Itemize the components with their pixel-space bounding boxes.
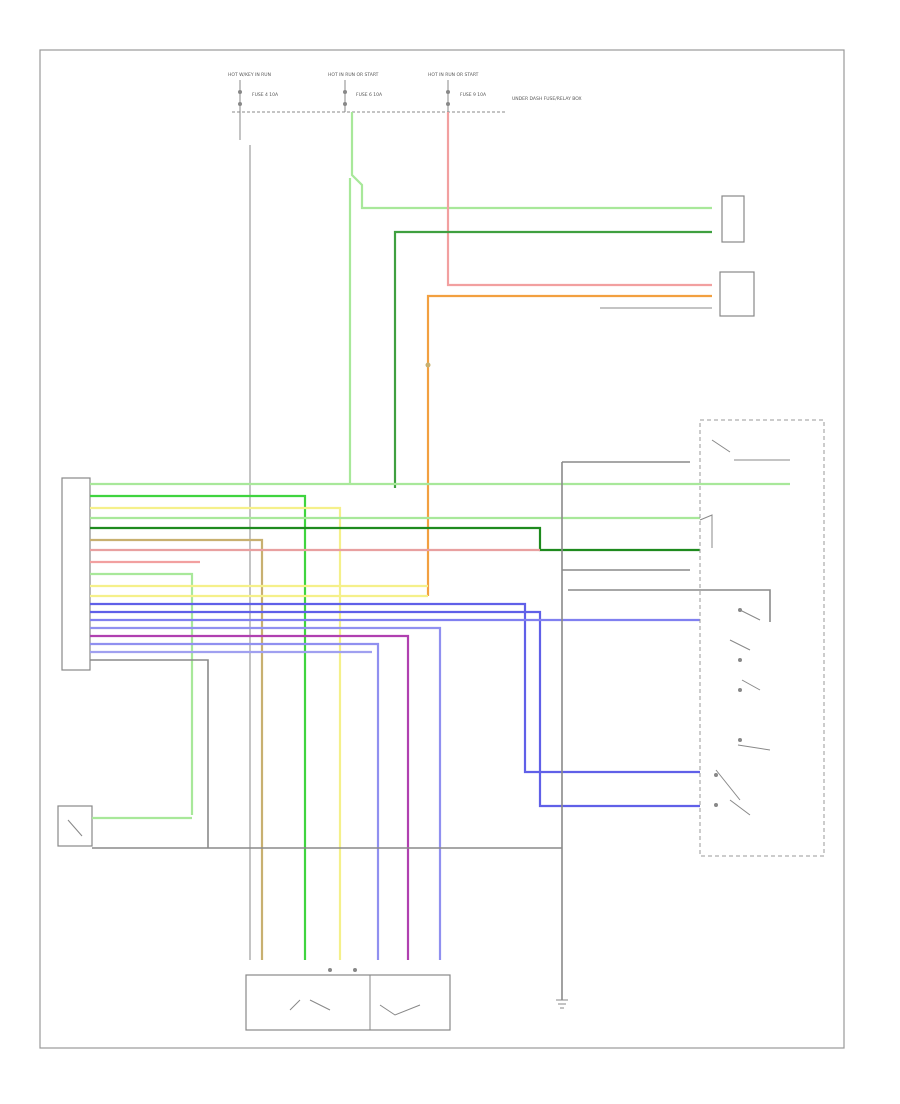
control-unit-connector (61, 477, 91, 671)
relay-box-mid (719, 271, 755, 317)
fuse-label-1: HOT W/KEY IN RUN (228, 72, 271, 78)
wire-orange (426, 294, 712, 596)
fuse-label-2: HOT IN RUN OR START (328, 72, 379, 78)
wire-fuse3-red (446, 112, 712, 287)
fuse-rating-1: FUSE 4 10A (252, 92, 279, 98)
fuse-box-label: UNDER DASH FUSE/RELAY BOX (512, 96, 582, 102)
switch-box-lower-left (57, 805, 93, 847)
fuse-label-3: HOT IN RUN OR START (428, 72, 479, 78)
diagram-frame (39, 49, 845, 1049)
fuse-rating-2: FUSE 6 10A (356, 92, 383, 98)
relay-box-top (721, 195, 745, 243)
wire-dark-green-branch (393, 230, 712, 488)
motor-component (245, 974, 451, 1031)
fuse-box: HOT W/KEY IN RUN FUSE 4 10A HOT IN RUN O… (228, 72, 582, 113)
combination-switch-frame (699, 419, 825, 857)
wire-fuse1 (239, 112, 251, 960)
wire-fuse2-green (350, 112, 712, 210)
fuse-rating-3: FUSE 9 10A (460, 92, 487, 98)
ground-symbol (556, 999, 568, 1009)
